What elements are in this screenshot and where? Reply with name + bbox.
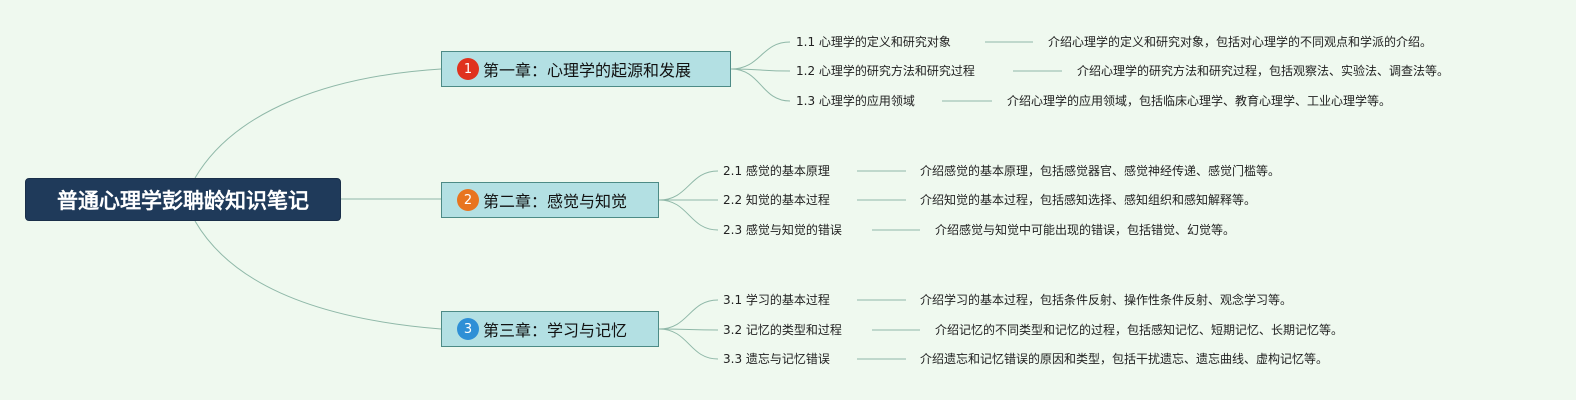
section-2-2-title[interactable]: 2.2 知觉的基本过程 (723, 193, 830, 207)
chapter-1-branch-2 (730, 68, 791, 72)
chapter-title: 第一章：心理学的起源和发展 (483, 61, 692, 80)
chapter-3-branch-1 (658, 299, 719, 330)
section-3-3-title[interactable]: 3.3 遗忘与记忆错误 (723, 352, 830, 366)
section-3-2-title[interactable]: 3.2 记忆的类型和过程 (723, 323, 842, 337)
section-2-2-description: 介绍知觉的基本过程，包括感知选择、感知组织和感知解释等。 (920, 193, 1257, 207)
section-3-1-title[interactable]: 3.1 学习的基本过程 (723, 293, 830, 307)
section-3-1-description: 介绍学习的基本过程，包括条件反射、操作性条件反射、观念学习等。 (920, 293, 1293, 307)
chapter-1-branch-1 (730, 41, 791, 70)
section-2-1-description: 介绍感觉的基本原理，包括感觉器官、感觉神经传递、感觉门槛等。 (920, 164, 1281, 178)
section-2-1-title[interactable]: 2.1 感觉的基本原理 (723, 164, 830, 178)
root-title: 普通心理学彭聃龄知识笔记 (57, 188, 309, 213)
root-to-chapter-1-line (194, 68, 442, 179)
chapter-1-branch-3 (730, 68, 791, 102)
section-1-1-description: 介绍心理学的定义和研究对象，包括对心理学的不同观点和学派的介绍。 (1048, 35, 1433, 49)
section-2-3-title[interactable]: 2.3 感觉与知觉的错误 (723, 223, 842, 237)
root-node[interactable]: 普通心理学彭聃龄知识笔记 (25, 178, 341, 221)
number-2-badge-icon: 2 (457, 189, 479, 211)
chapter-title: 第二章：感觉与知觉 (483, 192, 628, 211)
chapter-node-1[interactable]: 1 第一章：心理学的起源和发展 (441, 51, 731, 87)
chapter-node-3[interactable]: 3 第三章：学习与记忆 (441, 311, 659, 347)
chapter-3-branch-3 (658, 328, 719, 360)
number-3-badge-icon: 3 (457, 318, 479, 340)
root-to-chapter-3-line (194, 220, 442, 330)
section-1-2-description: 介绍心理学的研究方法和研究过程，包括观察法、实验法、调查法等。 (1077, 64, 1450, 78)
section-3-3-description: 介绍遗忘和记忆错误的原因和类型，包括干扰遗忘、遗忘曲线、虚构记忆等。 (920, 352, 1329, 366)
chapter-3-branch-2 (658, 328, 719, 331)
section-1-2-title[interactable]: 1.2 心理学的研究方法和研究过程 (796, 64, 975, 78)
number-1-badge-icon: 1 (457, 58, 479, 80)
chapter-2-branch-3 (658, 199, 719, 231)
section-1-3-description: 介绍心理学的应用领域，包括临床心理学、教育心理学、工业心理学等。 (1007, 94, 1392, 108)
chapter-2-branch-1 (658, 170, 719, 201)
section-2-3-description: 介绍感觉与知觉中可能出现的错误，包括错觉、幻觉等。 (935, 223, 1236, 237)
chapter-node-2[interactable]: 2 第二章：感觉与知觉 (441, 182, 659, 218)
chapter-title: 第三章：学习与记忆 (483, 321, 628, 340)
section-3-2-description: 介绍记忆的不同类型和记忆的过程，包括感知记忆、短期记忆、长期记忆等。 (935, 323, 1344, 337)
section-1-3-title[interactable]: 1.3 心理学的应用领域 (796, 94, 915, 108)
section-1-1-title[interactable]: 1.1 心理学的定义和研究对象 (796, 35, 951, 49)
